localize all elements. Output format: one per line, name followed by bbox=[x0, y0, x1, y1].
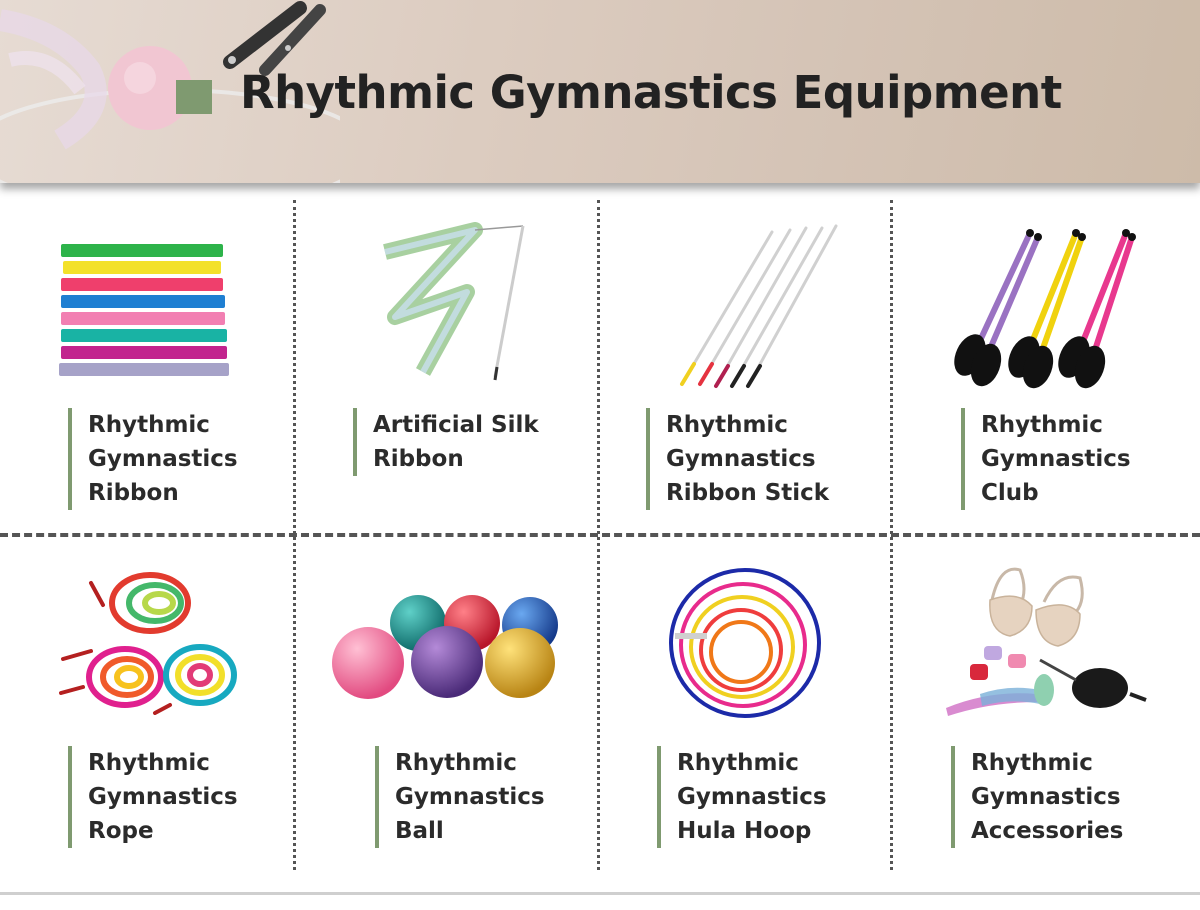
product-label: Rhythmic Gymnastics Hula Hoop bbox=[657, 746, 827, 848]
header-banner: Rhythmic Gymnastics Equipment bbox=[0, 0, 1200, 183]
clubs-icon bbox=[954, 229, 1136, 389]
page-title: Rhythmic Gymnastics Equipment bbox=[240, 66, 1062, 119]
ribbons-icon bbox=[59, 244, 229, 376]
product-grid bbox=[0, 190, 1200, 890]
product-label: Artificial Silk Ribbon bbox=[353, 408, 539, 476]
title-marker bbox=[176, 80, 212, 114]
product-label: Rhythmic Gymnastics Ribbon bbox=[68, 408, 238, 510]
product-label: Rhythmic Gymnastics Club bbox=[961, 408, 1131, 510]
balls-icon bbox=[332, 595, 558, 699]
gymnastics-equipment-photo-icon bbox=[0, 1, 340, 183]
row-divider bbox=[0, 533, 1200, 537]
bottom-divider bbox=[0, 892, 1200, 895]
ribbon-stick-icon bbox=[680, 224, 838, 388]
product-label: Rhythmic Gymnastics Ball bbox=[375, 746, 545, 848]
product-label: Rhythmic Gymnastics Ribbon Stick bbox=[646, 408, 829, 510]
rope-icon bbox=[59, 572, 237, 715]
hula-hoop-icon bbox=[669, 568, 821, 718]
product-label: Rhythmic Gymnastics Accessories bbox=[951, 746, 1123, 848]
accessories-icon bbox=[946, 567, 1147, 716]
product-label: Rhythmic Gymnastics Rope bbox=[68, 746, 238, 848]
silk-ribbon-icon bbox=[383, 222, 525, 381]
